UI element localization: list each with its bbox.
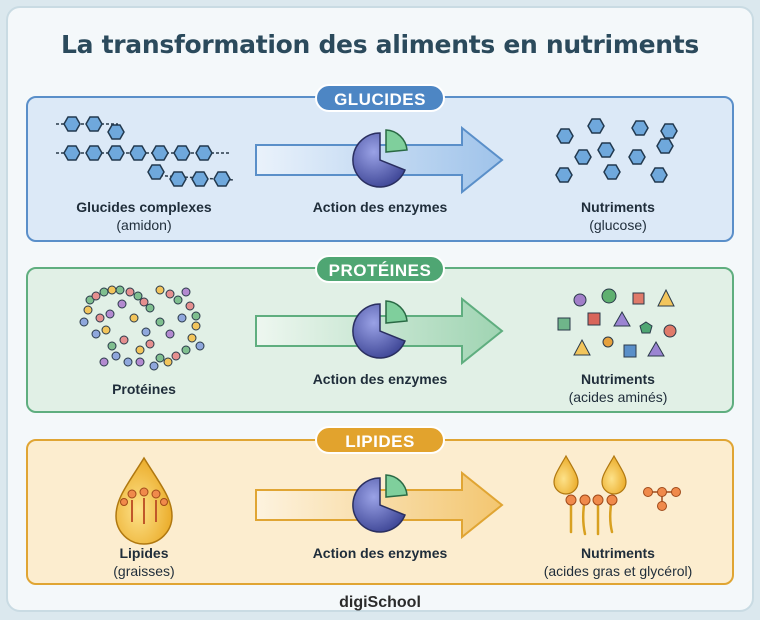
enzyme-icon-lipides bbox=[352, 474, 408, 533]
proteines-badge: PROTÉINES bbox=[315, 255, 445, 283]
lipides-output-label: Nutriments (acides gras et glycérol) bbox=[518, 544, 718, 580]
brand-logo: digiSchool bbox=[339, 594, 421, 611]
lipides-badge: LIPIDES bbox=[315, 426, 445, 454]
glucides-output-sub: (glucose) bbox=[589, 217, 647, 233]
glucides-output-title: Nutriments bbox=[581, 199, 655, 215]
glucides-action-label: Action des enzymes bbox=[290, 198, 470, 216]
lipides-output-sub: (acides gras et glycérol) bbox=[543, 563, 693, 579]
proteines-output-label: Nutriments (acides aminés) bbox=[528, 370, 708, 406]
protein-chain-icon bbox=[79, 285, 205, 371]
glucose-molecules-icon bbox=[555, 118, 678, 183]
proteines-output-sub: (acides aminés) bbox=[568, 389, 668, 405]
lipides-input-label: Lipides (graisses) bbox=[54, 544, 234, 580]
proteines-action-label: Action des enzymes bbox=[290, 370, 470, 388]
proteines-input-title: Protéines bbox=[112, 381, 176, 397]
lipides-output-title: Nutriments bbox=[581, 545, 655, 561]
glucides-badge: GLUCIDES bbox=[315, 84, 445, 112]
proteines-output-title: Nutriments bbox=[581, 371, 655, 387]
glucides-output-label: Nutriments (glucose) bbox=[528, 198, 708, 234]
lipides-input-title: Lipides bbox=[119, 545, 169, 561]
glucides-action-text: Action des enzymes bbox=[312, 199, 448, 215]
glucides-input-sub: (amidon) bbox=[116, 217, 172, 233]
lipides-action-label: Action des enzymes bbox=[290, 544, 470, 562]
proteines-action-text: Action des enzymes bbox=[312, 371, 448, 387]
amino-acids-icon bbox=[557, 288, 677, 358]
starch-chain-icon bbox=[56, 116, 235, 187]
glucides-input-title: Glucides complexes bbox=[76, 199, 212, 215]
proteines-input-label: Protéines bbox=[54, 380, 234, 398]
enzyme-icon-proteines bbox=[352, 300, 408, 359]
enzyme-icon-glucides bbox=[352, 129, 408, 188]
fatty-acids-glycerol-icon bbox=[553, 454, 681, 536]
page-title: La transformation des aliments en nutrim… bbox=[61, 30, 699, 59]
lipid-droplet-icon bbox=[115, 456, 173, 545]
glucides-input-label: Glucides complexes (amidon) bbox=[54, 198, 234, 234]
lipides-input-sub: (graisses) bbox=[113, 563, 175, 579]
lipides-action-text: Action des enzymes bbox=[312, 545, 448, 561]
